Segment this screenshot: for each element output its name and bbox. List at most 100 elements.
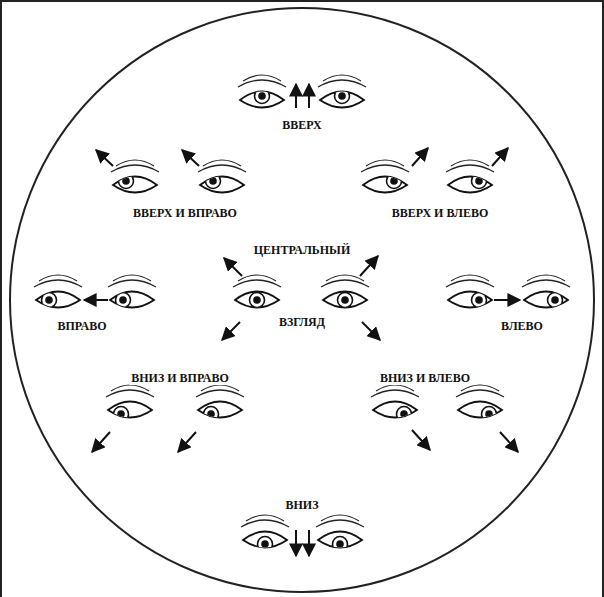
pupil: [253, 296, 261, 304]
eyebrow-line: [196, 390, 244, 397]
gaze-arrow: [295, 84, 297, 108]
iris: [472, 293, 487, 308]
eye: [371, 385, 419, 422]
eye: [233, 275, 281, 308]
gaze-arrow: [412, 148, 428, 166]
iris: [333, 537, 348, 552]
pupil: [341, 296, 349, 304]
eyebrow-line: [198, 165, 246, 172]
eyebrow-line: [371, 390, 419, 397]
gaze-arrow: [182, 150, 199, 166]
pupil: [45, 296, 53, 304]
gaze-arrow: [84, 299, 108, 301]
iris: [482, 407, 497, 422]
gaze-arrow: [494, 299, 520, 301]
eyebrow-line: [318, 80, 366, 87]
direction-label: ВЗГЛЯД: [277, 315, 327, 329]
eyelid: [36, 292, 80, 308]
eye: [196, 385, 244, 422]
direction-label: ВПРАВО: [55, 319, 108, 333]
iris: [335, 89, 350, 104]
pupil: [475, 177, 483, 185]
gaze-arrow: [362, 322, 380, 340]
pupil: [400, 410, 408, 418]
iris: [255, 89, 270, 104]
direction-label: ВНИЗ И ВПРАВО: [129, 371, 230, 385]
eye: [361, 160, 409, 193]
iris: [258, 537, 273, 552]
eyebrow-line: [111, 165, 159, 172]
eyebrow-line: [361, 165, 409, 172]
eye: [522, 275, 570, 308]
pupil: [258, 92, 266, 100]
gaze-arrow: [500, 432, 518, 452]
direction-label: ВНИЗ: [283, 498, 320, 512]
gaze-arrow: [224, 258, 242, 276]
eyelid: [240, 92, 284, 108]
eyebrow-line: [461, 385, 499, 391]
gaze-arrow: [178, 432, 196, 452]
pupil: [390, 177, 398, 185]
pupil: [336, 540, 344, 548]
pupil: [551, 296, 559, 304]
gaze-arrow: [295, 530, 297, 556]
eye: [241, 515, 289, 552]
eyelid: [448, 292, 492, 308]
eyebrow-line: [113, 275, 151, 281]
eyebrow-line: [451, 275, 489, 281]
eyebrow-line: [203, 160, 241, 166]
outer-circle: [10, 8, 594, 592]
eye: [111, 160, 159, 193]
gaze-arrow: [308, 84, 310, 108]
eye: [108, 275, 156, 308]
eyelid: [110, 292, 154, 308]
iris: [250, 293, 265, 308]
pupil: [119, 296, 127, 304]
eyelid: [235, 292, 279, 308]
gaze-arrow: [360, 256, 378, 276]
pupil: [122, 177, 130, 185]
iris: [397, 407, 412, 422]
eyebrow-line: [522, 280, 570, 287]
pupil: [207, 410, 215, 418]
eye: [198, 160, 246, 193]
direction-label: ВВЕРХ И ВЛЕВО: [390, 206, 491, 220]
eyebrow-line: [316, 520, 364, 527]
eye: [34, 275, 82, 308]
iris: [119, 174, 134, 189]
pupil: [475, 296, 483, 304]
eyebrow-line: [108, 280, 156, 287]
eyebrow-line: [456, 390, 504, 397]
eyebrow-line: [116, 160, 154, 166]
eyelid: [323, 292, 367, 308]
eyebrow-line: [39, 275, 77, 281]
gaze-arrow: [492, 148, 508, 166]
iris: [42, 293, 57, 308]
gaze-arrow: [222, 322, 240, 340]
eyebrow-line: [201, 385, 239, 391]
eyebrow-line: [246, 515, 284, 521]
eyebrow-line: [233, 280, 281, 287]
eyebrow-line: [243, 75, 281, 81]
pupil: [338, 92, 346, 100]
eye: [456, 385, 504, 422]
eyebrow-line: [326, 275, 364, 281]
iris: [206, 174, 221, 189]
iris: [204, 407, 219, 422]
eye: [446, 275, 494, 308]
direction-label: ВЛЕВО: [499, 319, 545, 333]
iris: [548, 293, 563, 308]
pupil: [209, 177, 217, 185]
gaze-arrow: [308, 530, 310, 556]
eye: [106, 385, 154, 422]
eyebrow-line: [241, 520, 289, 527]
direction-label: ЦЕНТРАЛЬНЫЙ: [252, 243, 352, 257]
eyebrow-line: [376, 385, 414, 391]
gaze-arrow: [412, 430, 430, 450]
eyebrow-line: [111, 385, 149, 391]
direction-label: ВВЕРХ: [280, 118, 323, 132]
gaze-arrow: [96, 150, 113, 166]
eyebrow-line: [321, 280, 369, 287]
